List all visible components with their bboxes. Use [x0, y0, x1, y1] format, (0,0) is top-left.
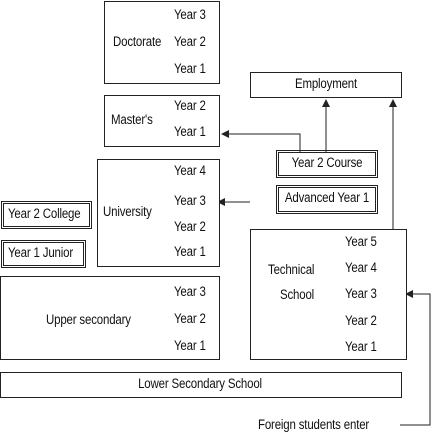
technical-year-3: Year 3 — [345, 286, 377, 301]
university-label: University — [103, 204, 152, 219]
masters-year-2: Year 2 — [174, 98, 206, 113]
advanced-year1-label: Advanced Year 1 — [284, 190, 370, 205]
technical-year-5: Year 5 — [345, 234, 377, 249]
masters-year-1: Year 1 — [174, 124, 206, 139]
technical-label-line1: Technical — [268, 262, 315, 277]
technical-year-4: Year 4 — [345, 260, 377, 275]
upper-secondary-year-3: Year 3 — [174, 284, 206, 299]
university-box — [97, 159, 220, 267]
advanced-year1-box — [276, 185, 378, 214]
masters-label: Master's — [111, 112, 153, 127]
technical-school-box — [250, 229, 407, 360]
arrow-course-to-masters — [221, 130, 301, 152]
university-year-2: Year 2 — [174, 219, 206, 234]
year2-college-box — [1, 201, 92, 229]
university-year-1: Year 1 — [174, 244, 206, 259]
university-year-3: Year 3 — [174, 193, 206, 208]
university-year-4: Year 4 — [174, 163, 206, 178]
year2-course-box — [276, 150, 378, 178]
year1-junior-label: Year 1 Junior — [8, 245, 73, 260]
foreign-students-label: Foreign students enter — [258, 417, 370, 432]
doctorate-year-1: Year 1 — [174, 61, 206, 76]
masters-box — [104, 95, 220, 147]
technical-year-2: Year 2 — [345, 313, 377, 328]
lower-secondary-box — [0, 372, 402, 398]
upper-secondary-label: Upper secondary — [46, 312, 131, 327]
year2-course-label: Year 2 Course — [291, 155, 363, 170]
doctorate-year-2: Year 2 — [174, 34, 206, 49]
year1-junior-box — [1, 240, 86, 268]
technical-label-line2: School — [280, 287, 315, 302]
doctorate-label: Doctorate — [113, 34, 162, 49]
employment-box — [250, 72, 402, 98]
upper-secondary-year-1: Year 1 — [174, 338, 206, 353]
upper-secondary-year-2: Year 2 — [174, 311, 206, 326]
upper-secondary-box — [0, 276, 220, 360]
lower-secondary-label: Lower Secondary School — [138, 376, 262, 391]
year2-college-label: Year 2 College — [8, 206, 81, 221]
employment-label: Employment — [294, 76, 358, 91]
doctorate-box — [104, 1, 220, 84]
technical-year-1: Year 1 — [345, 339, 377, 354]
doctorate-year-3: Year 3 — [174, 7, 206, 22]
